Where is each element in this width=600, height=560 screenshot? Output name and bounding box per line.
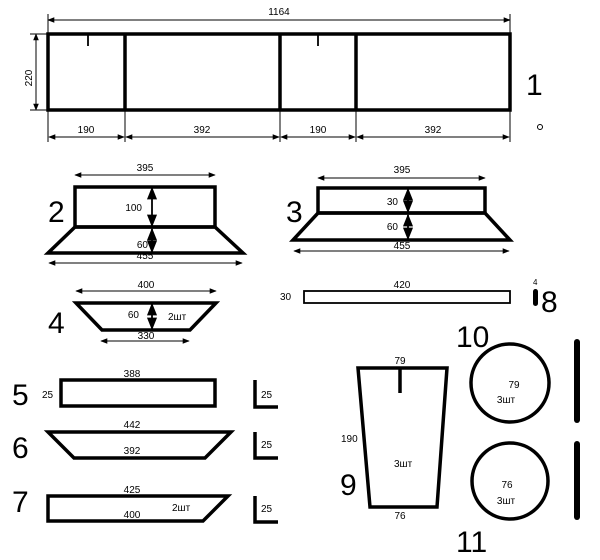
- corner-profile: [253, 380, 278, 409]
- part-2-top-board: [73, 185, 217, 229]
- part-7: 425 400 2шт 25 7: [12, 485, 278, 524]
- part-9: 79 190 3шт 76 9: [340, 356, 449, 522]
- part-number-10: 10: [456, 321, 489, 354]
- dimension-thickness: 4: [533, 278, 538, 287]
- part-6: 442 392 25 6: [12, 420, 278, 465]
- quantity-label: 3шт: [497, 395, 516, 406]
- part-number-11: 11: [456, 526, 487, 559]
- dimension-seg3: 190: [310, 125, 327, 136]
- part-number-1: 1: [526, 69, 543, 102]
- dimension-bottom: 330: [138, 331, 155, 342]
- corner-profile: [253, 496, 278, 524]
- dimension-corner: 25: [261, 390, 273, 401]
- dimension-height: 190: [341, 434, 358, 445]
- part-11-disc: [470, 441, 550, 521]
- dimension-seg4: 392: [425, 125, 442, 136]
- dimension-top: 395: [137, 163, 154, 174]
- quantity-label: 2шт: [172, 503, 191, 514]
- part-5-board: [59, 378, 217, 408]
- part-9-leg: [356, 366, 449, 509]
- dimension-height: 220: [24, 69, 35, 86]
- dimension-h: 60: [128, 310, 140, 321]
- dimension-h2: 60: [137, 240, 149, 251]
- dimension-bottom: 76: [394, 511, 406, 522]
- dimension-seg1: 190: [78, 125, 95, 136]
- dimension-bottom: 455: [394, 241, 411, 252]
- dimension-width: 1164: [268, 7, 290, 18]
- part-5: 388 25 25 5: [12, 369, 278, 412]
- part-2: 395 100 60 455 2: [43, 163, 248, 266]
- corner-profile: [253, 432, 278, 460]
- part-2-base: [43, 225, 248, 255]
- part-number-6: 6: [12, 432, 29, 465]
- part-10: 79 3шт 10: [456, 321, 580, 424]
- dimension-h2: 60: [387, 222, 399, 233]
- part-number-7: 7: [12, 486, 29, 519]
- part-number-3: 3: [286, 196, 303, 229]
- dimension-h1: 100: [125, 203, 142, 214]
- dimension-bottom: 400: [124, 510, 141, 521]
- quantity-label: 3шт: [497, 496, 516, 507]
- part-3-base: [288, 211, 515, 242]
- dimension-h1: 30: [387, 197, 399, 208]
- dimension-top: 425: [124, 485, 141, 496]
- part-8-strip: [303, 290, 511, 304]
- dimension-top: 442: [124, 420, 141, 431]
- part-1: 1164 220 190 392 190 392 1: [24, 7, 543, 142]
- part-number-8: 8: [541, 286, 558, 319]
- dimension-bottom: 455: [137, 251, 154, 262]
- part-4: 400 60 2шт 330 4: [48, 280, 221, 344]
- part-number-4: 4: [48, 307, 65, 340]
- part-number-5: 5: [12, 379, 29, 412]
- quantity-label: 3шт: [394, 459, 413, 470]
- dimension-corner: 25: [261, 504, 273, 515]
- part-3-top-board: [316, 186, 487, 215]
- dimension-corner: 25: [261, 440, 273, 451]
- part-7-trapezoid: [46, 494, 233, 523]
- dimension-seg2: 392: [194, 125, 211, 136]
- dimension-diameter: 76: [501, 480, 513, 491]
- dimension-top: 388: [124, 369, 141, 380]
- part-number-2: 2: [48, 196, 65, 229]
- dimension-top: 400: [138, 280, 155, 291]
- part-3: 395 30 60 455 3: [286, 165, 515, 254]
- dimension-top: 79: [394, 356, 406, 367]
- dimension-bottom: 392: [124, 446, 141, 457]
- part-number-9: 9: [340, 469, 357, 502]
- quantity-label: 2шт: [168, 312, 187, 323]
- part-8-profile: [533, 289, 538, 306]
- dimension-height: 30: [280, 292, 292, 303]
- part-6-trapezoid: [43, 430, 236, 460]
- part-11: 76 3шт 11: [456, 441, 580, 559]
- part-8: 420 30 4 8: [280, 278, 558, 319]
- dimension-length: 420: [394, 280, 411, 291]
- part-10-disc: [469, 342, 551, 424]
- dimension-diameter: 79: [508, 380, 520, 391]
- part-4-trapezoid: [71, 301, 221, 332]
- dimension-height: 25: [42, 390, 54, 401]
- degree-mark: [537, 124, 543, 130]
- dimension-top: 395: [394, 165, 411, 176]
